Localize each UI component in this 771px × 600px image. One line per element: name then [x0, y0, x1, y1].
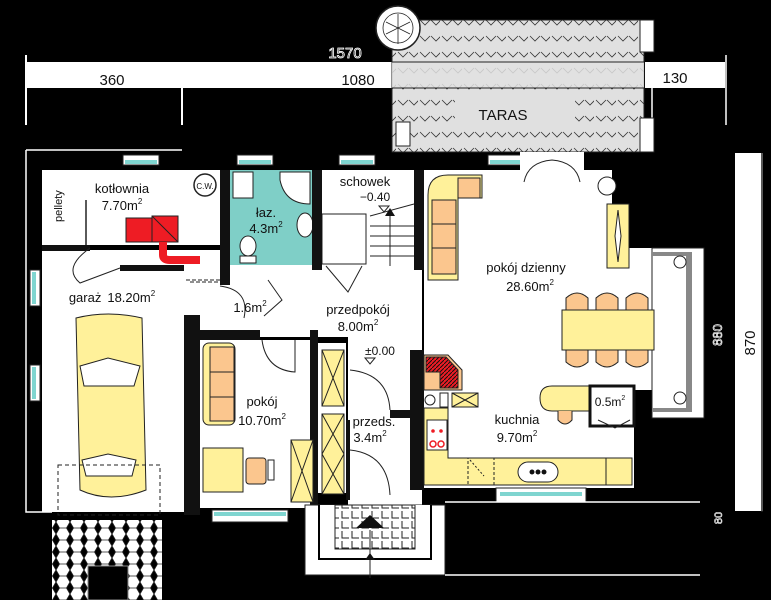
kitchen: 0.5m2 kuchnia 9.70m2	[423, 354, 636, 486]
stairs: schowek −0.40	[321, 174, 415, 266]
room-area-przeds: 3.4m2	[353, 429, 387, 445]
vestibule: przeds. 3.4m2	[349, 369, 396, 496]
hall: 1.6m2 przedpokój 8.00m2 ±0.00	[186, 265, 395, 365]
room-pokoj: pokój 10.70m2	[202, 339, 314, 503]
room-label-przeds: przeds.	[353, 414, 396, 429]
room-area-pokoj: 10.70m2	[238, 412, 286, 428]
room-area-pantry: 0.5m2	[595, 395, 626, 409]
room-label-kotlownia: kotłownia	[95, 181, 150, 196]
pellety-label: pellety	[53, 190, 65, 222]
terrace-door[interactable]	[520, 152, 584, 183]
entrance[interactable]	[304, 504, 446, 578]
room-area-kuchnia: 9.70m2	[497, 429, 538, 445]
dim-880: 880	[710, 324, 725, 346]
wall	[120, 265, 184, 271]
dim-360: 360	[99, 72, 124, 89]
boiler-room: pellety C.W. kotłownia 7.70m2	[53, 173, 217, 264]
room-area-closet: 1.6m2	[233, 299, 267, 315]
dim-870: 870	[742, 330, 759, 355]
room-label-schowek: schowek	[340, 174, 391, 189]
car-icon	[75, 313, 147, 498]
wall	[42, 245, 90, 251]
level-przedpokoj: ±0.00	[365, 344, 395, 358]
plant-icon	[597, 176, 617, 196]
bathroom: łaz. 4.3m2	[232, 171, 314, 264]
room-label-taras: TARAS	[479, 107, 528, 124]
terrace: TARAS	[375, 5, 655, 153]
room-label-przedpokoj: przedpokój	[326, 302, 390, 317]
room-area-przedpokoj: 8.00m2	[338, 318, 379, 334]
level-schowek: −0.40	[360, 190, 391, 204]
room-area-pokoj-dzienny: 28.60m2	[506, 278, 554, 294]
room-area-kotlownia: 7.70m2	[102, 197, 143, 213]
top-dimension: 360 1080 130 1570	[25, 45, 727, 125]
room-label-laz: łaz.	[256, 205, 276, 220]
cw-badge	[193, 173, 217, 197]
room-label-kuchnia: kuchnia	[495, 412, 541, 427]
dim-80: 80	[713, 512, 725, 524]
bay-window	[651, 247, 705, 419]
outline	[25, 149, 700, 576]
living-room: pokój dzienny 28.60m2	[427, 174, 655, 368]
garage-door[interactable]	[72, 247, 121, 284]
wardrobes	[321, 349, 345, 495]
dim-130: 130	[662, 70, 687, 87]
windows	[29, 154, 587, 523]
room-area-laz: 4.3m2	[249, 220, 283, 236]
dim-1080: 1080	[341, 72, 374, 89]
room-label-pokoj: pokój	[246, 394, 277, 409]
room-label-pokoj-dzienny: pokój dzienny	[486, 260, 566, 275]
dim-1570: 1570	[328, 45, 361, 62]
right-dimension: 870 880 80	[710, 153, 763, 524]
interior-walls	[184, 170, 424, 515]
svg-text:C.W.: C.W.	[196, 182, 213, 191]
